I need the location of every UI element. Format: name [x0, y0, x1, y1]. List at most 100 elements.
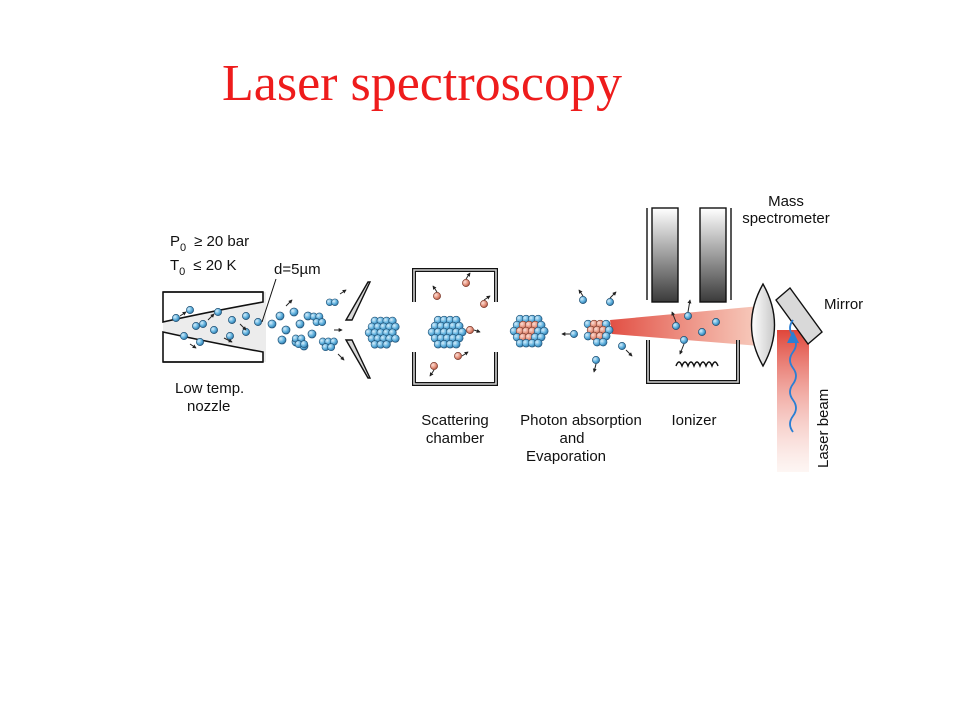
atom-icon: [172, 314, 180, 322]
atom-icon: [684, 312, 692, 320]
atom-icon: [275, 311, 285, 321]
wavy-arrow-icon: [787, 319, 799, 433]
atom-icon: [331, 298, 339, 306]
motion-arrow: [339, 289, 347, 295]
motion-arrow: [461, 351, 469, 357]
cluster-icon: [325, 298, 339, 306]
atom-icon: [480, 300, 488, 308]
atom-icon: [226, 332, 234, 340]
atom-icon: [277, 335, 287, 345]
atom-icon: [454, 352, 462, 360]
ionizer: [646, 340, 740, 384]
laser-beam-horizontal: [610, 306, 760, 346]
atom-icon: [680, 336, 688, 344]
mass-spectrometer-label-1: Mass: [768, 193, 804, 210]
motion-arrow: [189, 343, 197, 349]
atom-icon: [570, 330, 578, 338]
atom-icon: [466, 326, 474, 334]
atom-icon: [592, 356, 600, 364]
atom-icon: [180, 332, 188, 340]
atom-icon: [228, 316, 236, 324]
cluster-icon: [309, 312, 327, 327]
motion-arrow: [687, 299, 692, 313]
t0-label: T0≤ 20 K: [170, 257, 237, 278]
scattering-label-2: chamber: [426, 430, 484, 447]
photon-label-1: Photon absorption: [520, 412, 642, 429]
skimmer-icon: [344, 281, 372, 379]
motion-arrow: [285, 299, 293, 307]
atom-icon: [382, 340, 391, 349]
atom-icon: [698, 328, 706, 336]
atom-icon: [307, 329, 317, 339]
atom-icon: [452, 340, 461, 349]
p0-label: P0≥ 20 bar: [170, 233, 249, 254]
atom-icon: [430, 362, 438, 370]
atom-icon: [295, 319, 305, 329]
atom-icon: [192, 322, 200, 330]
motion-arrow: [429, 369, 435, 377]
filament: [675, 361, 719, 368]
atom-icon: [289, 307, 299, 317]
cluster-icon: [318, 337, 338, 352]
atom-icon: [267, 319, 277, 329]
photon-label-3: Evaporation: [526, 448, 606, 465]
motion-arrow: [179, 311, 187, 317]
atom-icon: [186, 306, 194, 314]
motion-arrow: [578, 289, 584, 297]
nozzle-label-2: nozzle: [187, 398, 230, 415]
scattering-chamber: [412, 268, 498, 386]
atom-icon: [598, 337, 608, 347]
motion-arrow: [207, 313, 215, 321]
atom-icon: [579, 296, 587, 304]
motion-arrow: [671, 311, 677, 323]
cluster-icon: [509, 314, 549, 348]
motion-arrow: [223, 337, 233, 343]
atom-icon: [199, 320, 207, 328]
atom-icon: [327, 343, 336, 352]
mirror-label: Mirror: [824, 296, 863, 313]
atom-icon: [214, 308, 222, 316]
cluster-icon: [583, 319, 614, 347]
motion-arrow: [473, 329, 481, 333]
atom-icon: [254, 318, 262, 326]
atom-icon: [196, 338, 204, 346]
motion-arrow: [432, 285, 438, 293]
motion-arrow: [483, 295, 491, 301]
motion-arrow: [239, 323, 247, 331]
atom-icon: [210, 326, 218, 334]
atom-icon: [281, 325, 291, 335]
aperture-label: d=5µm: [274, 261, 321, 278]
atom-icon: [300, 340, 309, 349]
atom-icon: [712, 318, 720, 326]
mirror-icon: [775, 286, 823, 346]
atom-icon: [606, 298, 614, 306]
slide-title: Laser spectroscopy: [222, 55, 622, 112]
atom-icon: [391, 334, 400, 343]
lens-icon: [750, 282, 776, 368]
motion-arrow: [679, 343, 685, 355]
motion-arrow: [625, 349, 633, 357]
atom-icon: [318, 318, 327, 327]
atom-icon: [618, 342, 626, 350]
ionizer-label: Ionizer: [671, 412, 716, 429]
cluster-icon: [364, 316, 400, 349]
atom-icon: [462, 279, 470, 287]
atom-icon: [534, 339, 543, 348]
atom-icon: [672, 322, 680, 330]
scattering-label-1: Scattering: [421, 412, 489, 429]
cluster-icon: [291, 334, 309, 349]
aperture-pointer: [261, 278, 277, 323]
motion-arrow: [465, 272, 471, 280]
cluster-icon: [427, 315, 467, 349]
mass-spectrometer: [646, 207, 732, 303]
motion-arrow: [337, 353, 345, 361]
motion-arrow: [609, 291, 617, 299]
motion-arrow: [592, 363, 597, 373]
mass-spectrometer-label-2: spectrometer: [742, 210, 830, 227]
photon-label-2: and: [559, 430, 584, 447]
atom-icon: [433, 292, 441, 300]
laser-beam-label: Laser beam: [815, 389, 832, 468]
atom-icon: [242, 312, 250, 320]
nozzle-label-1: Low temp.: [175, 380, 244, 397]
